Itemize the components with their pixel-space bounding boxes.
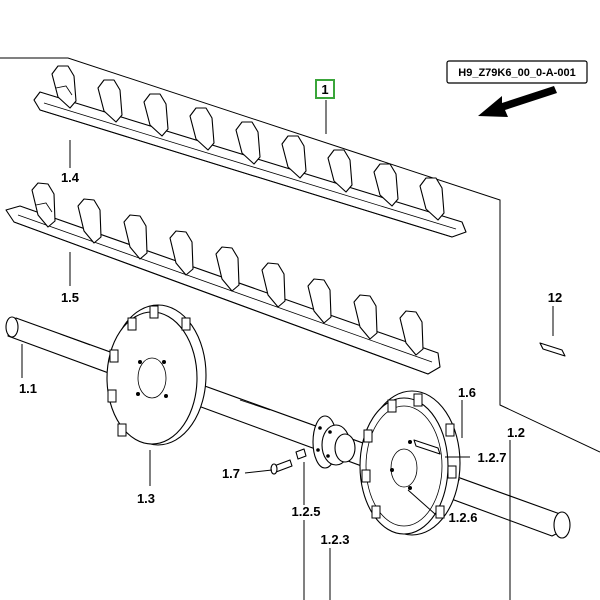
bolt [270,448,307,475]
callout-1: 1 [321,82,328,97]
callout-1-4: 1.4 [61,170,80,185]
callout-1-2-5: 1.2.5 [292,504,321,519]
disc-left [106,304,207,446]
disc-right [359,390,461,536]
callout-1-7: 1.7 [222,466,240,481]
diagram-code: H9_Z79K6_00_0-A-001 [458,67,575,79]
shaft [5,316,571,539]
assembly-boundary [0,57,600,453]
rasp-bar-lower [5,182,441,375]
assembly-callout-box [315,79,335,99]
callout-1-2-3: 1.2.3 [321,532,350,547]
callout-1-2: 1.2 [507,425,525,440]
callout-12: 12 [548,290,562,305]
callout-1-3: 1.3 [137,491,155,506]
diagram-code-box: H9_Z79K6_00_0-A-001 [446,60,588,84]
rasp-bar-upper [33,65,467,238]
callout-1-5: 1.5 [61,290,79,305]
callout-1-6: 1.6 [458,385,476,400]
callout-1-2-6: 1.2.6 [449,510,478,525]
key-pin [539,342,566,357]
direction-arrow-icon [478,86,557,117]
leader-lines [21,100,554,600]
callout-1-1: 1.1 [19,381,37,396]
callout-1-2-7: 1.2.7 [478,450,507,465]
hub-flange [312,415,356,469]
